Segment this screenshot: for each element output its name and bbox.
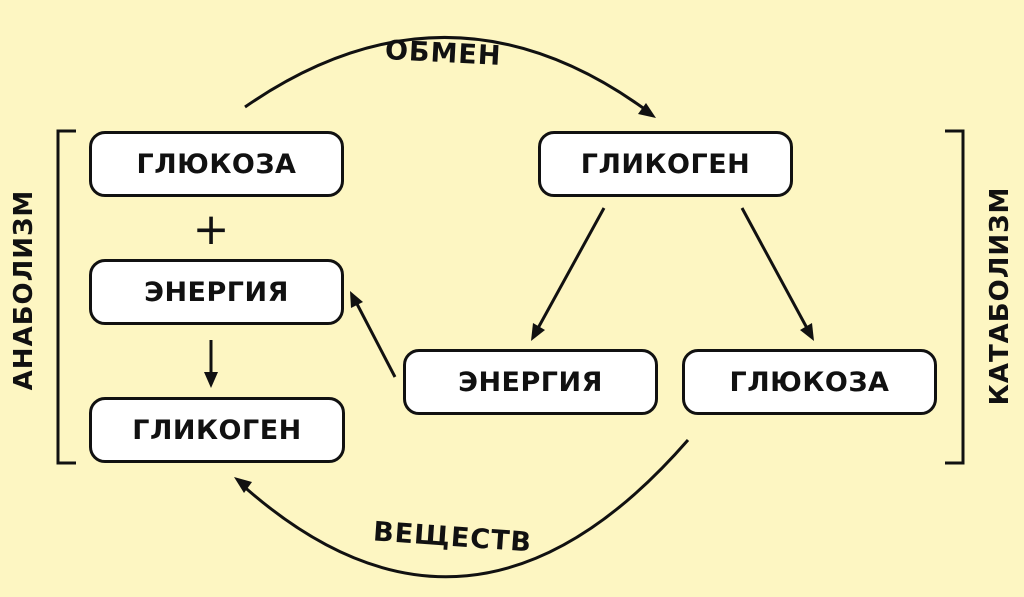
top-arc-arrow xyxy=(244,36,651,115)
anabolism-glycogen-label: ГЛИКОГЕН xyxy=(132,414,302,446)
catabolism-energy-box: ЭНЕРГИЯ xyxy=(403,349,658,415)
catabolism-bracket xyxy=(945,129,965,465)
top-arc-label: ОБМЕН xyxy=(384,34,503,73)
anabolism-glucose-label: ГЛЮКОЗА xyxy=(136,148,297,180)
catabolism-energy-label: ЭНЕРГИЯ xyxy=(458,366,603,398)
bottom-arc-arrow xyxy=(238,439,690,579)
arrow-energy-to-energy xyxy=(354,301,397,378)
top-arc-arrowhead xyxy=(638,103,656,118)
bottom-arc-arrowhead xyxy=(234,477,252,493)
anabolism-glucose-box: ГЛЮКОЗА xyxy=(89,131,344,197)
anabolism-energy-label: ЭНЕРГИЯ xyxy=(144,276,289,308)
catabolism-glycogen-label: ГЛИКОГЕН xyxy=(580,148,751,180)
arrow-glycogen-to-energy xyxy=(535,207,606,331)
anabolism-bracket xyxy=(56,129,76,465)
arrow-glycogen-to-glucose xyxy=(740,207,810,331)
arrow-glycogen-to-glucose-head xyxy=(800,323,814,341)
anabolism-glycogen-box: ГЛИКОГЕН xyxy=(89,397,345,463)
anabolism-label: АНАБОЛИЗМ xyxy=(9,189,39,391)
catabolism-glycogen-box: ГЛИКОГЕН xyxy=(538,131,793,197)
catabolism-glucose-box: ГЛЮКОЗА xyxy=(682,349,937,415)
catabolism-label: КАТАБОЛИЗМ xyxy=(985,186,1015,406)
arrow-glycogen-to-energy-head xyxy=(531,323,545,341)
arrow-energy-to-energy-head xyxy=(350,291,363,308)
plus-sign: + xyxy=(192,204,230,255)
anabolism-energy-box: ЭНЕРГИЯ xyxy=(89,259,344,325)
arrow-energy-to-glycogen-head xyxy=(204,372,218,388)
catabolism-glucose-label: ГЛЮКОЗА xyxy=(729,366,890,398)
